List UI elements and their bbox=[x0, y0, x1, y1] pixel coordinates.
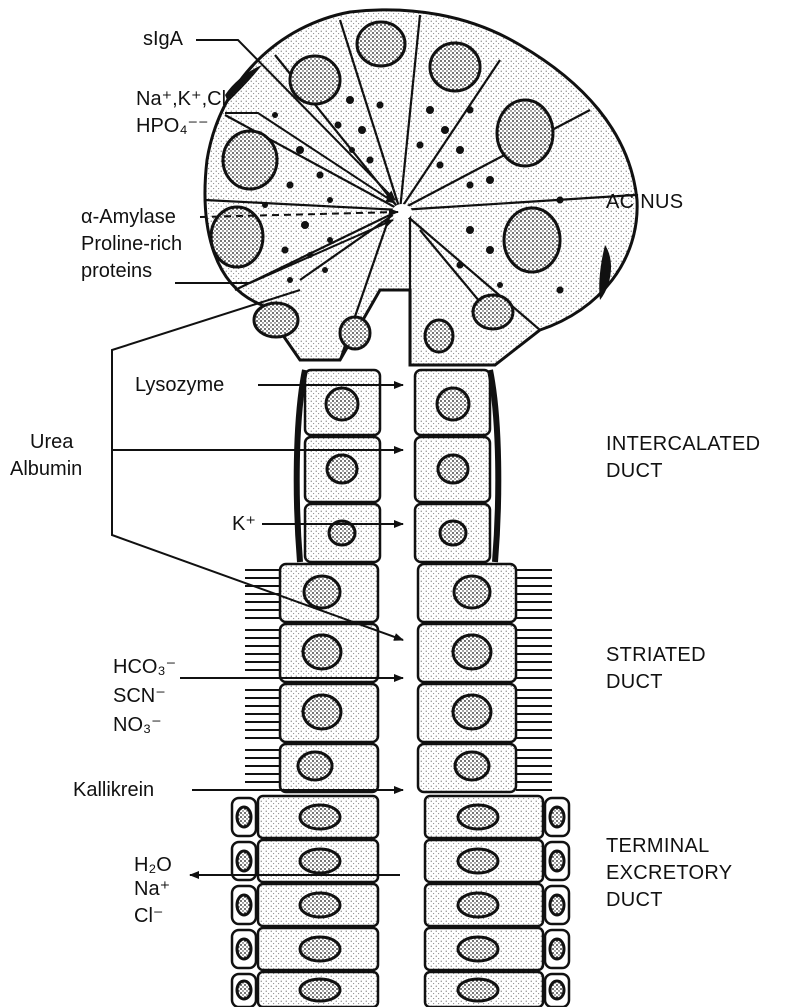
label-albumin: Albumin bbox=[10, 457, 82, 481]
basal-striations-right bbox=[516, 570, 552, 790]
section-terminal-duct: DUCT bbox=[606, 888, 663, 912]
section-acinus: ACINUS bbox=[606, 190, 683, 214]
label-scn: SCN⁻ bbox=[113, 684, 166, 708]
label-na: Na⁺ bbox=[134, 877, 170, 901]
section-intercalated: INTERCALATED bbox=[606, 432, 760, 456]
section-striated-duct: DUCT bbox=[606, 670, 663, 694]
section-intercalated-duct: DUCT bbox=[606, 459, 663, 483]
label-lysozyme: Lysozyme bbox=[135, 373, 224, 397]
label-ions: Na⁺,K⁺,Cl⁻ bbox=[136, 87, 237, 111]
label-no3: NO₃⁻ bbox=[113, 713, 162, 737]
label-proteins: proteins bbox=[81, 259, 152, 283]
label-hpo4: HPO₄⁻⁻ bbox=[136, 114, 209, 138]
acinus bbox=[205, 10, 637, 365]
label-hco3: HCO₃⁻ bbox=[113, 655, 176, 679]
intercalated-duct bbox=[297, 370, 499, 562]
section-excretory: EXCRETORY bbox=[606, 861, 732, 885]
label-amylase: α-Amylase bbox=[81, 205, 176, 229]
label-k: K⁺ bbox=[232, 512, 256, 536]
intercalated-nuclei bbox=[326, 388, 469, 545]
label-urea: Urea bbox=[30, 430, 73, 454]
label-cl: Cl⁻ bbox=[134, 904, 163, 928]
terminal-excretory-duct bbox=[232, 796, 569, 1007]
basal-striations-left bbox=[245, 570, 280, 790]
section-terminal: TERMINAL bbox=[606, 834, 710, 858]
label-h2o: H₂O bbox=[134, 853, 172, 877]
section-striated: STRIATED bbox=[606, 643, 706, 667]
label-kallikrein: Kallikrein bbox=[73, 778, 154, 802]
label-proline: Proline-rich bbox=[81, 232, 182, 256]
label-siga: sIgA bbox=[143, 27, 183, 51]
